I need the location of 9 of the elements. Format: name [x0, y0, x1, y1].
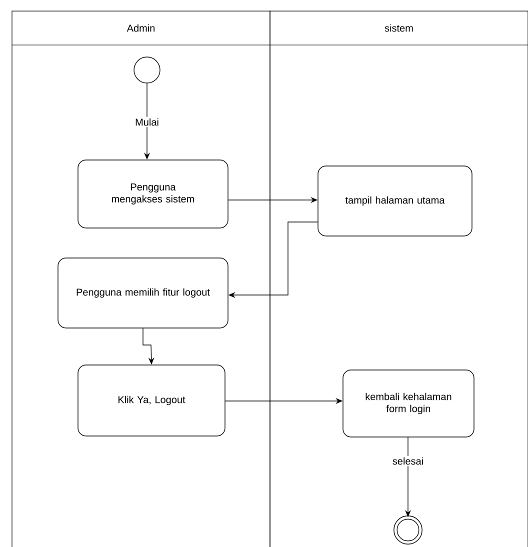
start-circle — [134, 56, 160, 84]
activity-box: Klik Ya, Logout — [78, 364, 226, 436]
activity-box: kembali kehalaman form login — [342, 370, 474, 438]
activity-box: tampil halaman utama — [318, 166, 472, 236]
edge-label: Mulai — [134, 116, 160, 128]
edge-label: selesai — [390, 456, 426, 466]
activity-box: Pengguna memilih fitur logout — [58, 258, 228, 328]
activity-box: Pengguna mengakses sistem — [78, 160, 228, 228]
end-circle — [394, 516, 422, 544]
